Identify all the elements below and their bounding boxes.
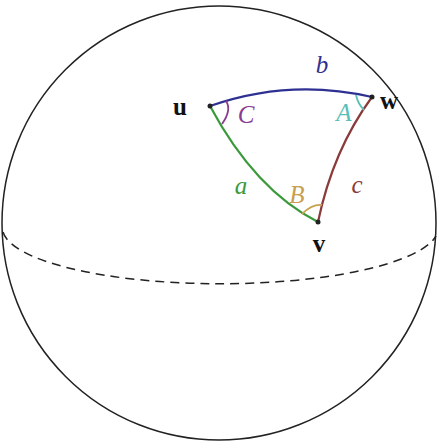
equator-dashed: [3, 232, 436, 284]
angle-C-arc: [222, 101, 228, 124]
side-c: [318, 97, 372, 222]
angle-label: C: [238, 102, 255, 127]
side-label: c: [351, 172, 362, 197]
angle-B-arc: [302, 205, 322, 214]
vertex-dot: [316, 220, 321, 225]
angle-label: B: [289, 182, 304, 207]
vertex-label: u: [173, 94, 187, 119]
side-a: [210, 106, 318, 222]
vertex-dot: [370, 95, 375, 100]
angle-A-arc: [356, 95, 364, 110]
angle-label: A: [336, 100, 351, 125]
vertex-label: v: [313, 231, 326, 256]
side-label: a: [235, 173, 248, 198]
vertex-dot: [208, 104, 213, 109]
vertex-label: w: [380, 88, 398, 113]
sphere-outline: [2, 6, 436, 440]
side-label: b: [316, 52, 329, 77]
